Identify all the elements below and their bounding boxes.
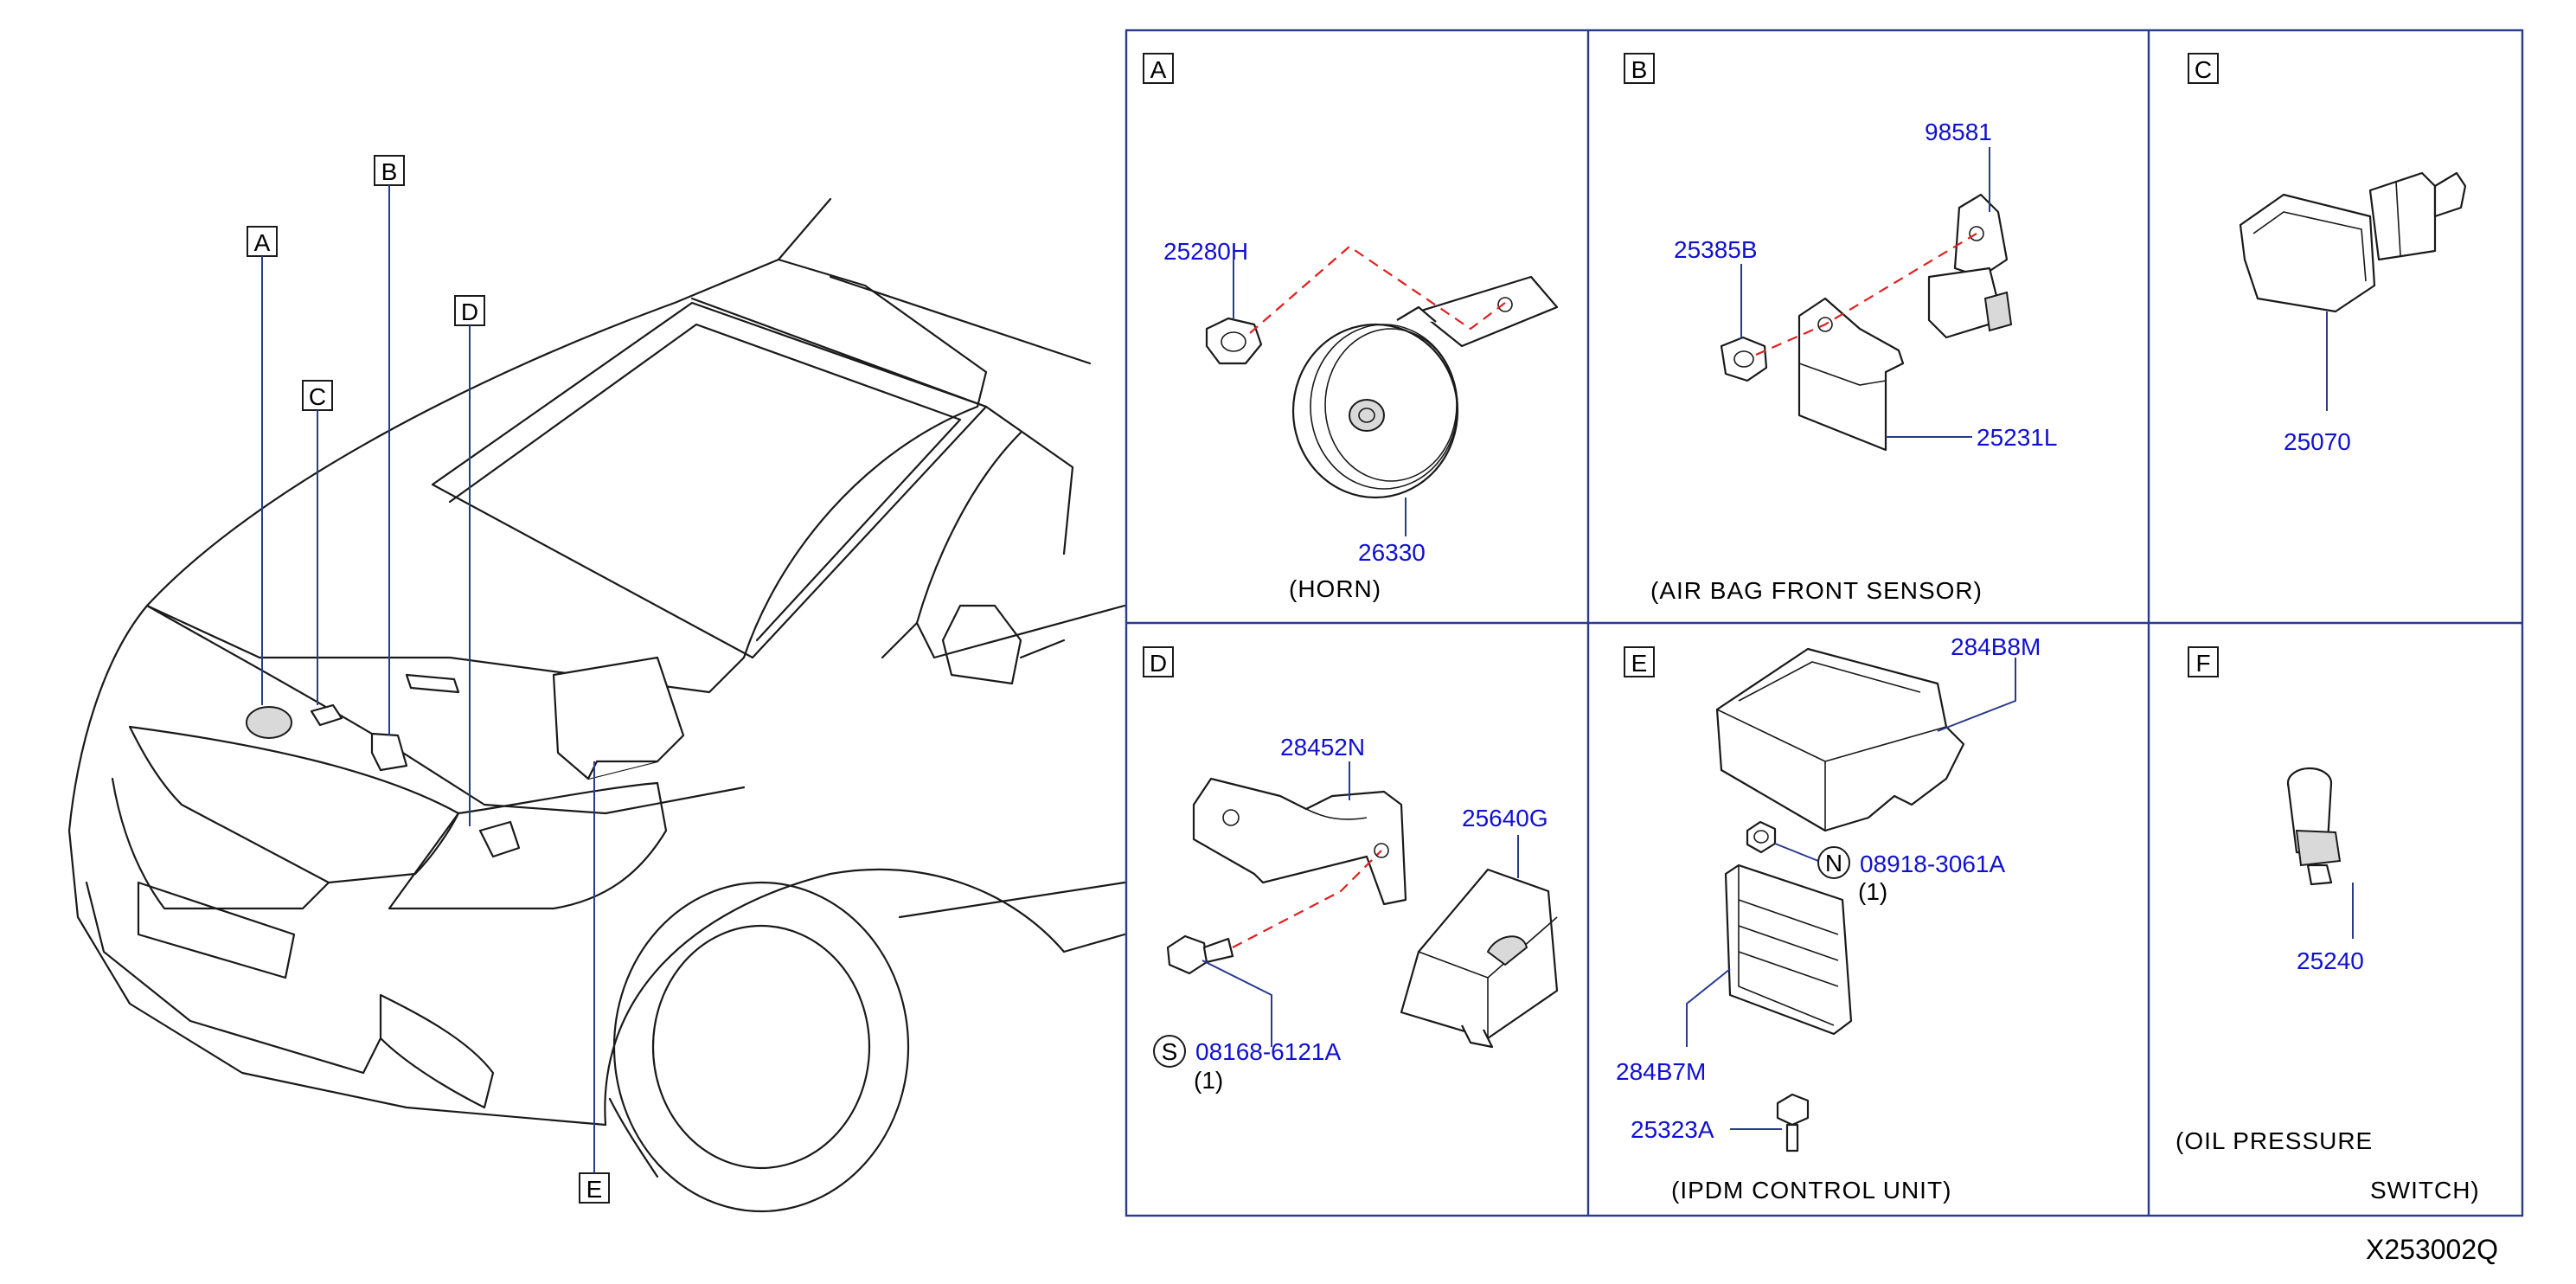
callout-C: C [302,380,333,705]
svg-text:D: D [461,299,478,325]
control-unit-284b7m [1724,863,1853,1036]
nut-08918-3061a [1746,820,1777,854]
svg-text:(AIR BAG FRONT SENSOR): (AIR BAG FRONT SENSOR) [1650,577,1983,604]
cover-284b8m [1715,647,1965,832]
svg-text:B: B [381,158,398,185]
callout-E: E [579,761,610,1204]
svg-text:SWITCH): SWITCH) [2370,1177,2480,1204]
svg-text:25323A: 25323A [1631,1116,1714,1143]
svg-text:E: E [586,1176,603,1203]
sensor-98581 [1927,193,2013,339]
callout-A: A [247,226,278,705]
svg-text:E: E [1631,650,1648,677]
svg-text:B: B [1631,56,1648,83]
callout-D: D [454,295,485,826]
svg-text:N: N [1825,850,1842,876]
bracket-28452n [1192,777,1407,906]
svg-text:(1): (1) [1858,878,1887,905]
relay-25640g [1400,868,1559,1049]
svg-text:25240: 25240 [2297,947,2364,974]
nut-25280h [1205,317,1263,365]
svg-text:25385B: 25385B [1674,236,1758,263]
svg-text:A: A [1150,56,1167,83]
svg-text:D: D [1150,650,1167,677]
svg-text:(HORN): (HORN) [1289,575,1381,602]
horn-26330 [1291,275,1559,499]
panel-c: C 25070 [2188,53,2467,455]
panel-f-oil-pressure: F 25240 (OIL PRESSURE SWITCH) [2176,646,2480,1204]
diagram-id: X253002Q [2366,1234,2498,1265]
nut-25385b [1720,336,1768,382]
svg-text:25640G: 25640G [1462,805,1548,831]
panel-d: D 28452N 25640G S 08168-6121A (1) [1143,646,1559,1094]
sensor-25070 [2239,171,2467,313]
callout-B: B [374,155,405,735]
svg-text:25231L: 25231L [1977,424,2057,451]
svg-text:C: C [2195,56,2212,83]
svg-text:284B8M: 284B8M [1951,633,2041,660]
switch-25240 [2286,767,2342,886]
svg-text:S: S [1162,1038,1178,1065]
svg-text:(OIL PRESSURE: (OIL PRESSURE [2176,1127,2373,1154]
svg-text:26330: 26330 [1358,539,1426,566]
panel-e-ipdm: E 284B8M N 08918-3061A (1) 284B7M [1616,633,2041,1204]
svg-text:(IPDM CONTROL UNIT): (IPDM CONTROL UNIT) [1671,1177,1951,1204]
svg-text:F: F [2195,650,2210,677]
svg-text:(1): (1) [1194,1067,1223,1094]
svg-text:08918-3061A: 08918-3061A [1860,851,2005,877]
svg-text:98581: 98581 [1925,119,1992,145]
car-outline [67,197,1126,1213]
bolt-08168-6121a [1166,934,1234,975]
panel-grid [1125,29,2524,1217]
panel-a-horn: A 25280H 26330 (HORN) [1143,53,1559,602]
bracket-25231l [1797,297,1905,452]
svg-text:C: C [309,383,326,410]
svg-text:284B7M: 284B7M [1616,1058,1706,1085]
panel-b-airbag-sensor: B 98581 25385B 25231L (AIR BAG FRONT SEN… [1624,53,2057,604]
bolt-25323a [1776,1093,1810,1152]
svg-text:08168-6121A: 08168-6121A [1195,1038,1341,1065]
svg-text:28452N: 28452N [1280,734,1365,761]
svg-text:25070: 25070 [2284,428,2351,455]
svg-text:A: A [254,229,271,256]
svg-text:25280H: 25280H [1163,238,1248,265]
